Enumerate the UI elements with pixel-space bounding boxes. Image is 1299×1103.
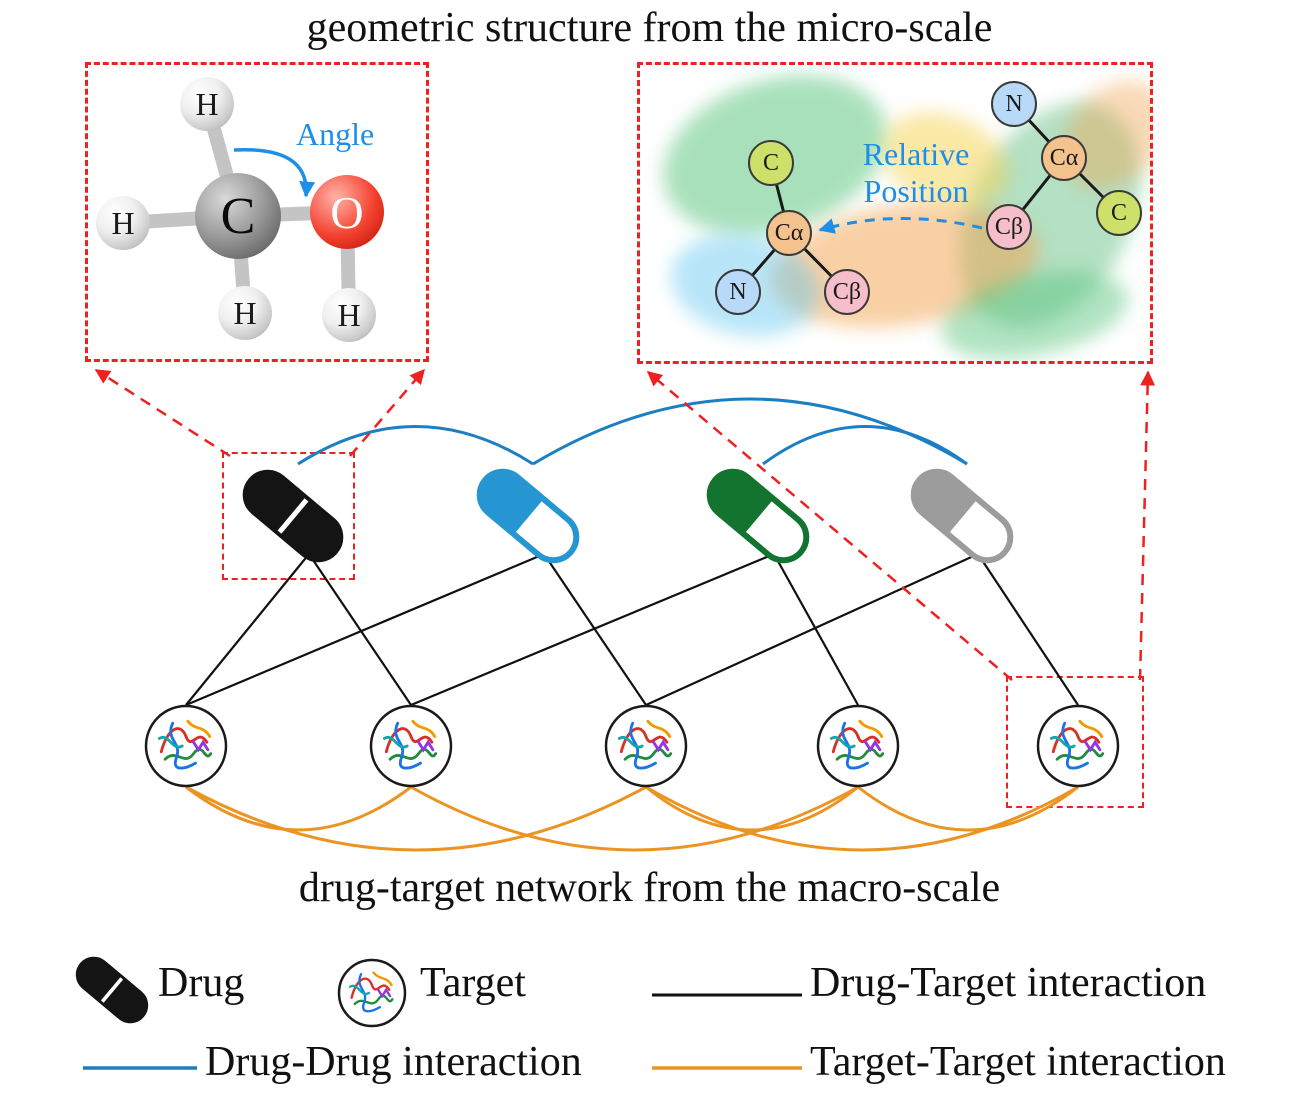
target-node-4 [816,704,900,788]
capsule-seam [100,977,124,1003]
drug-node-2 [476,468,580,564]
layer-nodes [144,468,1120,788]
relative-position-label: Relative Position [834,136,998,210]
drug-target-edge [185,552,545,707]
legend-target-icon [337,958,407,1028]
protein-atom-Cα: Cα [1041,135,1087,181]
target-target-arc [185,785,647,852]
molecule-atom-O: O [310,175,384,249]
target-target-arc [185,785,412,832]
relative-position-arrow [818,216,983,234]
legend-drug-label: Drug [158,960,245,1006]
target-circle [816,704,900,788]
molecule-atom-C: C [195,173,281,259]
protein-atom-C: C [748,140,794,186]
angle-label: Angle [296,116,375,152]
zoom-connector-line [1138,370,1156,681]
drug-target-edge [410,552,775,707]
protein-atom-C: C [1096,190,1142,236]
target-circle [337,958,407,1028]
target-circle [604,704,688,788]
protein-zoom-box [637,62,1153,364]
protein-atom-Cβ: Cβ [824,269,870,315]
layer-drug-target-edges [185,552,1079,707]
molecule-zoom-box [85,62,429,362]
target-node-2 [369,704,453,788]
legend-drug-icon [75,956,149,1024]
layer-legend-icons [75,956,802,1070]
drug-node-3 [706,468,810,564]
capsule-filled-half [708,470,775,536]
target-node-3 [604,704,688,788]
protein-atom-Cβ: Cβ [986,204,1032,250]
molecule-atom-H: H [322,288,376,342]
drug-target-edge [185,553,310,706]
capsule-seam [277,498,309,534]
legend-drug-drug-label: Drug-Drug interaction [205,1039,582,1085]
molecule-atom-H: H [96,196,150,250]
drug-drug-arc [297,425,534,466]
layer-target-target-arcs [185,785,1079,852]
target-circle [1036,704,1120,788]
drug-target-edge [308,553,412,706]
capsule-filled-half [912,470,979,536]
legend-target-target-label: Target-Target interaction [810,1039,1226,1085]
angle-arc [233,147,316,198]
protein-atom-Cα: Cα [766,210,812,256]
relative-label-line2: Position [863,172,969,209]
legend-target-label: Target [420,960,526,1006]
macro-scale-title: drug-target network from the macro-scale [298,865,1001,911]
molecule-atom-H: H [180,77,234,131]
zoom-connector-line [349,368,425,457]
target-target-arc [645,785,859,832]
zoom-connector-line [646,371,1013,681]
drug-drug-arc [762,425,968,466]
drug-target-edge [645,552,979,707]
layer-drug-drug-arcs [297,397,968,466]
target-circle [369,704,453,788]
target-node-5 [1036,704,1120,788]
protein-atom-N: N [715,269,761,315]
molecule-atom-H: H [218,286,272,340]
protein-atom-N: N [991,81,1037,127]
zoom-connector-line [94,368,231,458]
drug-target-edge [773,553,859,706]
target-highlight-box [1006,676,1144,808]
target-circle [144,704,228,788]
legend-drug-target-label: Drug-Target interaction [810,960,1207,1006]
target-target-arc [410,785,859,852]
target-node-1 [144,704,228,788]
target-target-arc [857,785,1079,832]
drug-node-4 [910,468,1014,564]
capsule-filled-half [478,470,545,536]
target-target-arc [645,785,1079,852]
micro-scale-title: geometric structure from the micro-scale [306,5,993,51]
relative-label-line1: Relative [862,136,970,172]
drug-node-1 [242,469,344,563]
drug-target-edge [977,553,1079,706]
